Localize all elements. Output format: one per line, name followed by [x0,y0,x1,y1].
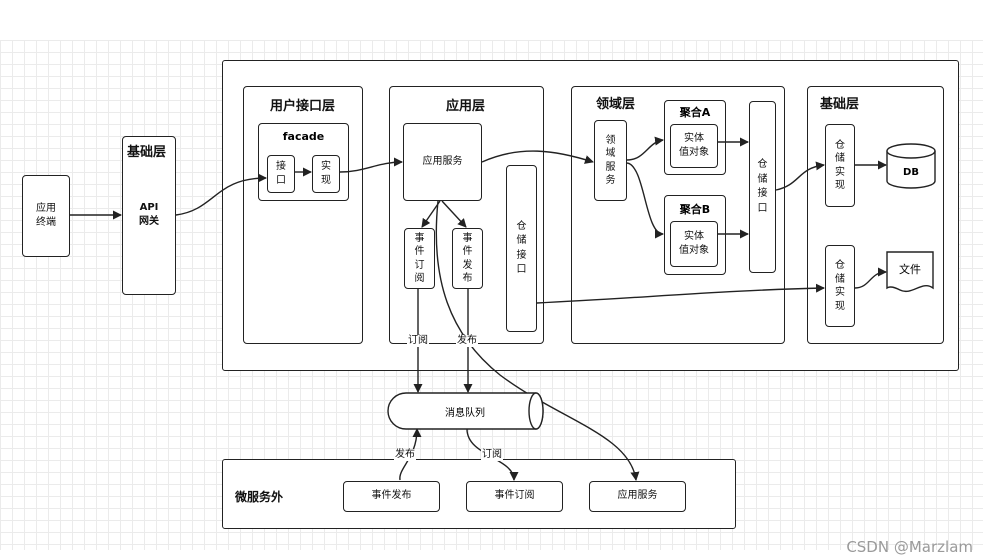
external-event-subscribe[interactable]: 事件订阅 [466,481,563,512]
application-layer-title: 应用层 [446,99,486,114]
repository-impl-db[interactable]: 仓 储 实 现 [825,124,855,207]
external-event-publish[interactable]: 事件发布 [343,481,440,512]
facade-interface[interactable]: 接 口 [267,155,295,193]
domain-layer-title: 领域层 [596,97,636,112]
infrastructure-layer-title: 基础层 [820,97,860,112]
aggregate-b-title: 聚合B [679,203,711,216]
api-gateway[interactable]: API 网关 [139,201,159,228]
file-label: 文件 [899,263,921,276]
event-publish[interactable]: 事 件 发 布 [452,228,483,289]
gateway-layer: 基础层 API 网关 [122,136,176,295]
aggregate-a-entity[interactable]: 实体 值对象 [670,124,718,168]
label-subscribe-bottom: 订阅 [481,449,503,461]
repository-impl-file[interactable]: 仓 储 实 现 [825,245,855,327]
facade-implementation[interactable]: 实 现 [312,155,340,193]
application-service[interactable]: 应用服务 [403,123,482,201]
aggregate-a-title: 聚合A [679,106,711,119]
domain-service[interactable]: 领 域 服 务 [594,120,627,201]
user-interface-layer-title: 用户接口层 [270,99,336,114]
facade-title: facade [282,130,325,143]
external-app-service[interactable]: 应用服务 [589,481,686,512]
watermark: CSDN @Marzlam [846,538,973,556]
domain-repository-interface[interactable]: 仓 储 接 口 [749,101,776,273]
label-subscribe-top: 订阅 [407,335,429,347]
external-title: 微服务外 [235,490,284,504]
client-terminal[interactable]: 应用 终端 [22,175,70,257]
message-queue-label: 消息队列 [445,407,485,419]
aggregate-b-entity[interactable]: 实体 值对象 [670,221,718,267]
app-repository-interface[interactable]: 仓 储 接 口 [506,165,537,332]
event-subscribe[interactable]: 事 件 订 阅 [404,228,435,289]
gateway-layer-title: 基础层 [127,145,167,160]
db-label: DB [903,166,919,178]
label-publish-bottom: 发布 [394,449,416,461]
label-publish-top: 发布 [456,335,478,347]
